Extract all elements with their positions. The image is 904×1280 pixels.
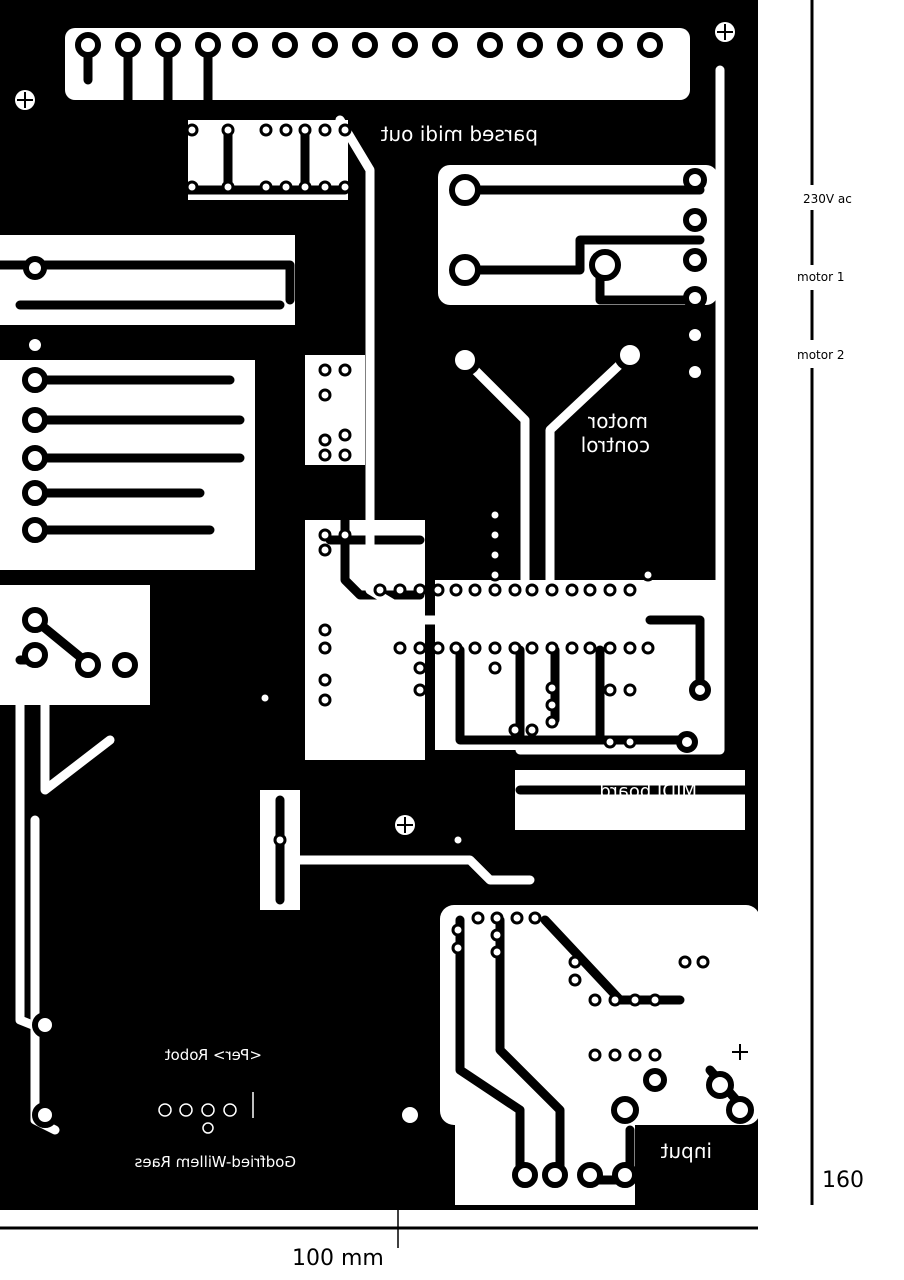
per-robot-label: <Per> Robot	[165, 1046, 262, 1064]
pin-7-marker: 7	[342, 169, 348, 180]
height-dimension-label: 160	[822, 1168, 864, 1193]
mounting-holes	[15, 22, 750, 1062]
side-annotations: 230V ac motor 1 motor 2 160	[797, 0, 864, 1205]
logos-emblem	[158, 1092, 254, 1134]
author-label: Godfried-Willem Raes	[134, 1153, 296, 1171]
bottom-dimension: 100 mm	[0, 1210, 758, 1271]
copper-traces	[0, 40, 750, 1185]
motor-1-label: motor 1	[797, 270, 844, 284]
parsed-midi-out-label: parsed midi out	[380, 122, 538, 146]
motor-control-label-line1: motor	[587, 409, 648, 433]
clearance-areas	[0, 28, 760, 1205]
pcb-pads	[22, 32, 754, 1188]
motor-control-label-line2: control	[581, 433, 650, 457]
width-dimension-label: 100 mm	[292, 1246, 384, 1271]
midi-board-label: MIDI board	[599, 781, 697, 802]
motor-2-label: motor 2	[797, 348, 844, 362]
input-label: input	[660, 1139, 712, 1163]
plus-12v-label: +12V	[474, 1149, 508, 1163]
date-label: 25.07.2018	[587, 808, 690, 829]
silkscreen-labels: parsed midi out motor control MIDI board…	[134, 122, 712, 1171]
ac-230v-label: 230V ac	[803, 192, 852, 206]
